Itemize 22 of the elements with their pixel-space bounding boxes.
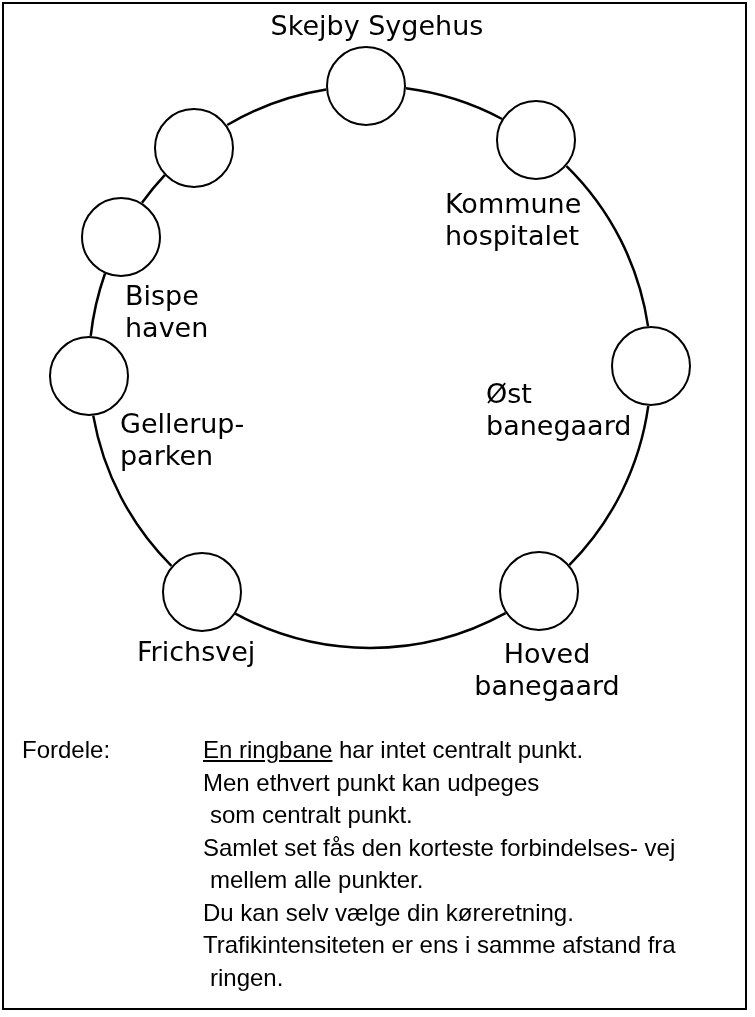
ring-track-line: [568, 405, 650, 566]
station-label: Bispe haven: [125, 280, 210, 344]
note-text: har intet centralt punkt.: [339, 735, 584, 765]
ring-track-line: [89, 273, 107, 337]
ring-track-line: [234, 612, 507, 650]
station-label: Øst banegaard: [486, 378, 633, 442]
heading-label: Fordele:: [22, 735, 112, 765]
note-text: Du kan selv vælge din køreretning.: [203, 897, 575, 928]
ring-track-line: [405, 87, 503, 121]
station-label: Kommune hospitalet: [445, 188, 583, 252]
station-label: Gellerup- parken: [120, 408, 246, 472]
ring-track-line: [565, 165, 650, 327]
station-label: Skejby Sygehus: [269, 10, 485, 42]
station-label: Hoved banegaard: [473, 638, 621, 702]
ring-track-line: [226, 88, 327, 127]
note-text: Samlet set fås den korteste forbindelses- vej mellem alle punkter.: [203, 832, 677, 895]
ring-track-line: [140, 174, 166, 204]
note-text: Trafikintensiteten er ens i samme afstand fra ringen.: [203, 930, 677, 993]
underlined-term: En ringbane: [203, 735, 333, 765]
station-label: Frichsvej: [137, 636, 257, 668]
ring-track-line: [92, 415, 173, 567]
note-text: Men ethvert punkt kan udpeges som centralt punkt.: [203, 767, 541, 830]
